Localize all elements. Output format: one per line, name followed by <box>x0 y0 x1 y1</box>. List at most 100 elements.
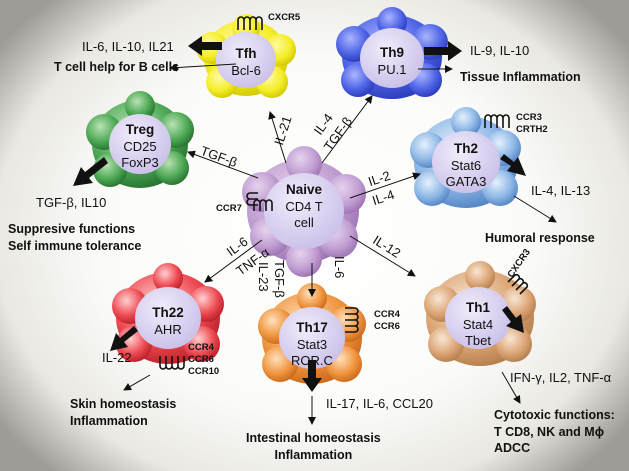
arrow-to-th1 <box>349 235 416 277</box>
th22-receptor-icon <box>159 356 185 370</box>
th1-cell-label: Th1 Stat4 Tbet <box>448 300 508 349</box>
treg-cell-label: Treg CD25 FoxP3 <box>110 122 170 171</box>
treg-cytokines: TGF-β, IL10 <box>36 195 107 210</box>
treg-cell-line-1: CD25 <box>123 138 157 154</box>
tfh-cell-body <box>196 14 296 98</box>
th9-cell-name: Th9 <box>379 45 404 60</box>
th1-function-line-2: T CD8, NK and Mϕ <box>494 424 605 439</box>
th22-cell-name: Th22 <box>152 305 184 320</box>
th17-receptor-1: CCR4 <box>374 309 400 320</box>
th17-secretion-arrow <box>302 360 322 392</box>
th2-function: Humoral response <box>485 231 595 245</box>
th22-receptor-2: CCR6 <box>188 353 214 365</box>
signal-th17-1: IL-23 <box>256 262 271 292</box>
th17-cell-body <box>258 283 366 384</box>
ccr7-label: CCR7 <box>216 203 242 214</box>
arrow-to-th2 <box>349 172 421 199</box>
arrow-th22-function <box>123 374 151 391</box>
th22-cytokines: IL-22 <box>102 350 132 365</box>
th17-receptors: CCR4 CCR6 <box>374 309 400 333</box>
th9-function: Tissue Inflammation <box>460 70 581 84</box>
th22-cell-marker: AHR <box>154 321 182 337</box>
tfh-cell-label: Tfh Bcl-6 <box>218 46 274 79</box>
signal-th17-2: TGF-β <box>272 260 287 298</box>
th2-cell-name: Th2 <box>453 141 478 156</box>
naive-cell-line-1: CD4 T <box>285 198 323 214</box>
th17-cell-line-1: Stat3 <box>296 336 328 352</box>
arrow-to-treg <box>187 150 259 179</box>
th22-function-line-1: Skin homeostasis <box>70 397 177 411</box>
th2-receptor-2: CRTH2 <box>516 123 548 135</box>
th9-cell-label: Th9 PU.1 <box>364 45 420 78</box>
th2-cell-line-2: GATA3 <box>445 174 487 190</box>
tfh-secretion-arrow <box>188 36 222 56</box>
th9-cell-body <box>336 7 448 99</box>
differentiation-arrows <box>123 63 557 425</box>
th17-cell-line-2: ROR.C <box>291 353 333 369</box>
arrow-to-tfh <box>268 111 287 164</box>
tfh-function: T cell help for B cells <box>54 60 180 74</box>
th17-cell-name: Th17 <box>296 320 328 335</box>
cxcr3-receptor-icon <box>507 273 529 295</box>
treg-function-line-1: Suppresive functions <box>8 222 136 236</box>
th1-function-line-3: ADCC <box>494 441 531 455</box>
naive-cell-body <box>242 146 366 277</box>
secretion-arrows <box>73 36 526 392</box>
th22-function: Skin homeostasis Inflammation <box>70 396 176 429</box>
tfh-cell-marker: Bcl-6 <box>231 62 261 78</box>
tfh-cell-name: Tfh <box>235 46 257 61</box>
th17-function: Intestinal homeostasis Inflammation <box>246 430 381 463</box>
treg-cell-body <box>86 91 194 188</box>
th9-cell-marker: PU.1 <box>377 61 407 77</box>
th1-cell-line-1: Stat4 <box>462 316 494 332</box>
naive-cell-line-2: cell <box>294 215 314 231</box>
arrow-th2-function <box>513 195 557 223</box>
arrow-tfh-function <box>169 63 237 72</box>
th2-receptor-1: CCR3 <box>516 112 542 123</box>
th1-cytokines: IFN-γ, IL2, TNF-α <box>510 370 612 385</box>
th2-secretion-arrow <box>500 154 526 176</box>
th2-cell-label: Th2 Stat6 GATA3 <box>434 141 498 190</box>
arrow-to-th9 <box>321 95 373 164</box>
th22-receptor-1: CCR4 <box>188 342 214 353</box>
th1-cell-line-2: Tbet <box>464 333 491 349</box>
th17-cell-label: Th17 Stat3 ROR.C <box>280 320 344 369</box>
th2-cytokines: IL-4, IL-13 <box>531 183 591 198</box>
treg-cell-line-2: FoxP3 <box>121 155 159 171</box>
th2-cell-body <box>410 107 521 208</box>
th22-cell-label: Th22 AHR <box>136 305 200 338</box>
th2-cell-line-1: Stat6 <box>450 157 482 173</box>
ccr7-receptor-icon <box>246 192 258 206</box>
treg-cell-name: Treg <box>125 122 155 137</box>
th9-secretion-arrow <box>424 41 462 61</box>
th22-receptors: CCR4 CCR6 CCR10 <box>188 342 219 378</box>
receptor-glyphs <box>159 16 529 370</box>
th17-cytokines: IL-17, IL-6, CCL20 <box>326 396 433 411</box>
th17-receptor-icon <box>345 307 359 333</box>
th1-function-line-1: Cytotoxic functions: <box>494 408 615 422</box>
th22-receptor-3: CCR10 <box>188 365 220 377</box>
th17-receptor-2: CCR6 <box>374 320 400 332</box>
th17-function-line-2: Inflammation <box>274 447 353 462</box>
th22-function-line-2: Inflammation <box>70 413 148 428</box>
treg-function-line-2: Self immune tolerance <box>8 238 142 253</box>
arrow-to-th22 <box>204 239 263 283</box>
naive-cell-label: Naive CD4 T cell <box>268 182 340 231</box>
th22-cell-body <box>112 263 224 364</box>
th2-receptor-icon <box>484 114 510 128</box>
cxcr5-label: CXCR5 <box>268 12 301 23</box>
th1-cell-name: Th1 <box>465 300 490 315</box>
treg-function: Suppresive functions Self immune toleran… <box>8 221 141 254</box>
th9-cytokines: IL-9, IL-10 <box>470 43 530 58</box>
treg-secretion-arrow <box>73 157 108 186</box>
th17-function-line-1: Intestinal homeostasis <box>246 431 381 445</box>
signal-th17-3: IL-6 <box>332 256 347 279</box>
th22-secretion-arrow <box>110 326 138 351</box>
th1-cell-body <box>424 261 536 366</box>
cxcr5-receptor-icon <box>237 16 263 30</box>
arrow-th1-function <box>501 371 521 404</box>
th2-receptors: CCR3 CRTH2 <box>516 112 548 136</box>
th1-secretion-arrow <box>502 306 524 333</box>
th1-function: Cytotoxic functions: T CD8, NK and Mϕ AD… <box>494 407 615 457</box>
